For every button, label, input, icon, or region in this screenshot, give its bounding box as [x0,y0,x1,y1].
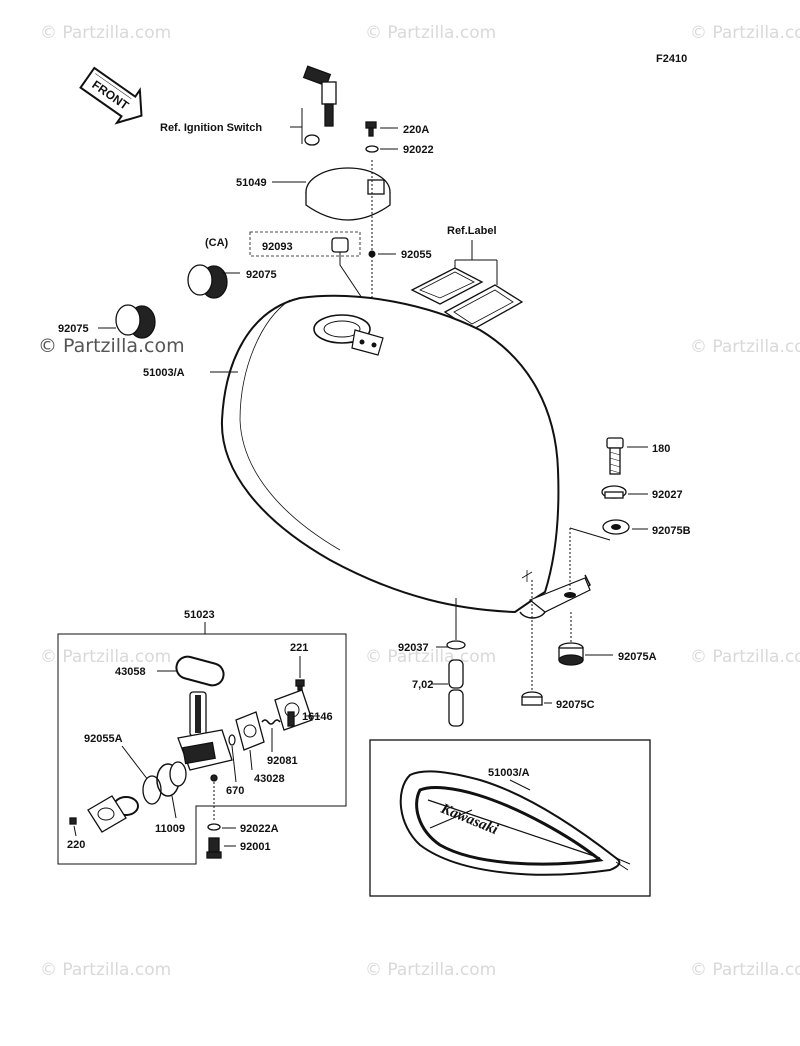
valve-92093-icon [331,237,349,253]
label-92027: 92027 [652,489,683,501]
watermark: © Partzilla.com [690,23,800,43]
leader-line [569,527,611,541]
bumper-92075-icon [187,264,228,299]
watermark: © Partzilla.com [40,960,171,980]
leader-line [509,779,531,791]
label-92081: 92081 [267,755,298,767]
watermark: © Partzilla.com [365,23,496,43]
label-220: 220 [67,839,85,851]
bolt-92001-icon [206,837,222,859]
hose-702-icon [448,659,464,727]
plate-cover-icon [87,795,127,833]
leader-line [249,749,253,771]
washer-92022-icon [365,145,379,153]
bolt-180-icon [606,437,624,475]
washer-92022A-icon [207,823,221,831]
label-sticker-icon [410,267,524,331]
screw-221-icon [295,679,305,691]
label-670: 670 [226,785,244,797]
label-220A: 220A [403,124,429,136]
spring-92081-icon [261,719,281,725]
inset-tank-box [369,739,651,897]
label-92037: 92037 [398,642,429,654]
label-43058: 43058 [115,666,146,678]
clip-92037-icon [446,640,466,650]
oring-670-icon [228,734,236,746]
label-92075-lower: 92075 [58,323,89,335]
leader-line [171,795,177,819]
watermark-emphasized: © Partzilla.com [38,335,185,357]
front-arrow-icon: FRONT [79,66,143,125]
label-221: 221 [290,642,308,654]
label-92075A: 92075A [618,651,657,663]
watermark: © Partzilla.com [365,647,496,667]
label-92055A: 92055A [84,733,123,745]
label-51049: 51049 [236,177,267,189]
label-92001: 92001 [240,841,271,853]
watermark: © Partzilla.com [40,23,171,43]
label-51003A-inset: 51003/A [488,767,530,779]
bolt-220A-icon [365,121,377,137]
watermark: © Partzilla.com [690,647,800,667]
damper-92075C-icon [521,691,543,706]
label-92075B: 92075B [652,525,691,537]
leader-line [73,825,77,837]
fuel-cock-assembly-box [57,633,347,865]
label-92022A: 92022A [240,823,279,835]
label-92055: 92055 [401,249,432,261]
leader-line [121,745,149,781]
label-51023: 51023 [184,609,215,621]
label-180: 180 [652,443,670,455]
watermark: © Partzilla.com [365,960,496,980]
label-11009: 11009 [155,823,185,835]
label-92075C: 92075C [556,699,595,711]
label-ref-label: Ref.Label [447,225,497,237]
fuel-cap-51049-icon [305,167,391,221]
fuel-tank-51003A [220,294,591,619]
label-51003A-main: 51003/A [143,367,185,379]
screw-220-icon [69,817,77,825]
figure-code: F2410 [656,53,687,65]
damper-92075A-icon [558,642,584,666]
label-ca: (CA) [205,237,229,249]
leader-line [231,745,237,783]
gasket-43028-icon [235,711,265,751]
bumper-92075-icon [115,304,156,339]
damper-92075B-icon [602,519,630,535]
label-ref-ignition-switch: Ref. Ignition Switch [160,122,262,134]
label-702: 7,02 [412,679,433,691]
ignition-key-icon [302,65,337,146]
label-92093: 92093 [262,241,293,253]
leader-line [290,108,303,144]
ca-bracket [249,231,361,257]
watermark: © Partzilla.com [40,647,171,667]
label-16146: 16146 [302,711,333,723]
inset-tank-graphic [399,770,631,876]
label-43028: 43028 [254,773,285,785]
leader-line [454,240,498,285]
leader-line [339,252,371,311]
fuel-cock-body-icon [177,691,233,782]
filter-11009-icon [113,761,187,816]
label-92022: 92022 [403,144,434,156]
watermark: © Partzilla.com [690,960,800,980]
watermark: © Partzilla.com [690,337,800,357]
gasket-43058-icon [175,655,225,687]
collar-92027-icon [601,485,627,499]
label-92075-upper: 92075 [246,269,277,281]
lever-plate-16146-icon [274,689,313,731]
